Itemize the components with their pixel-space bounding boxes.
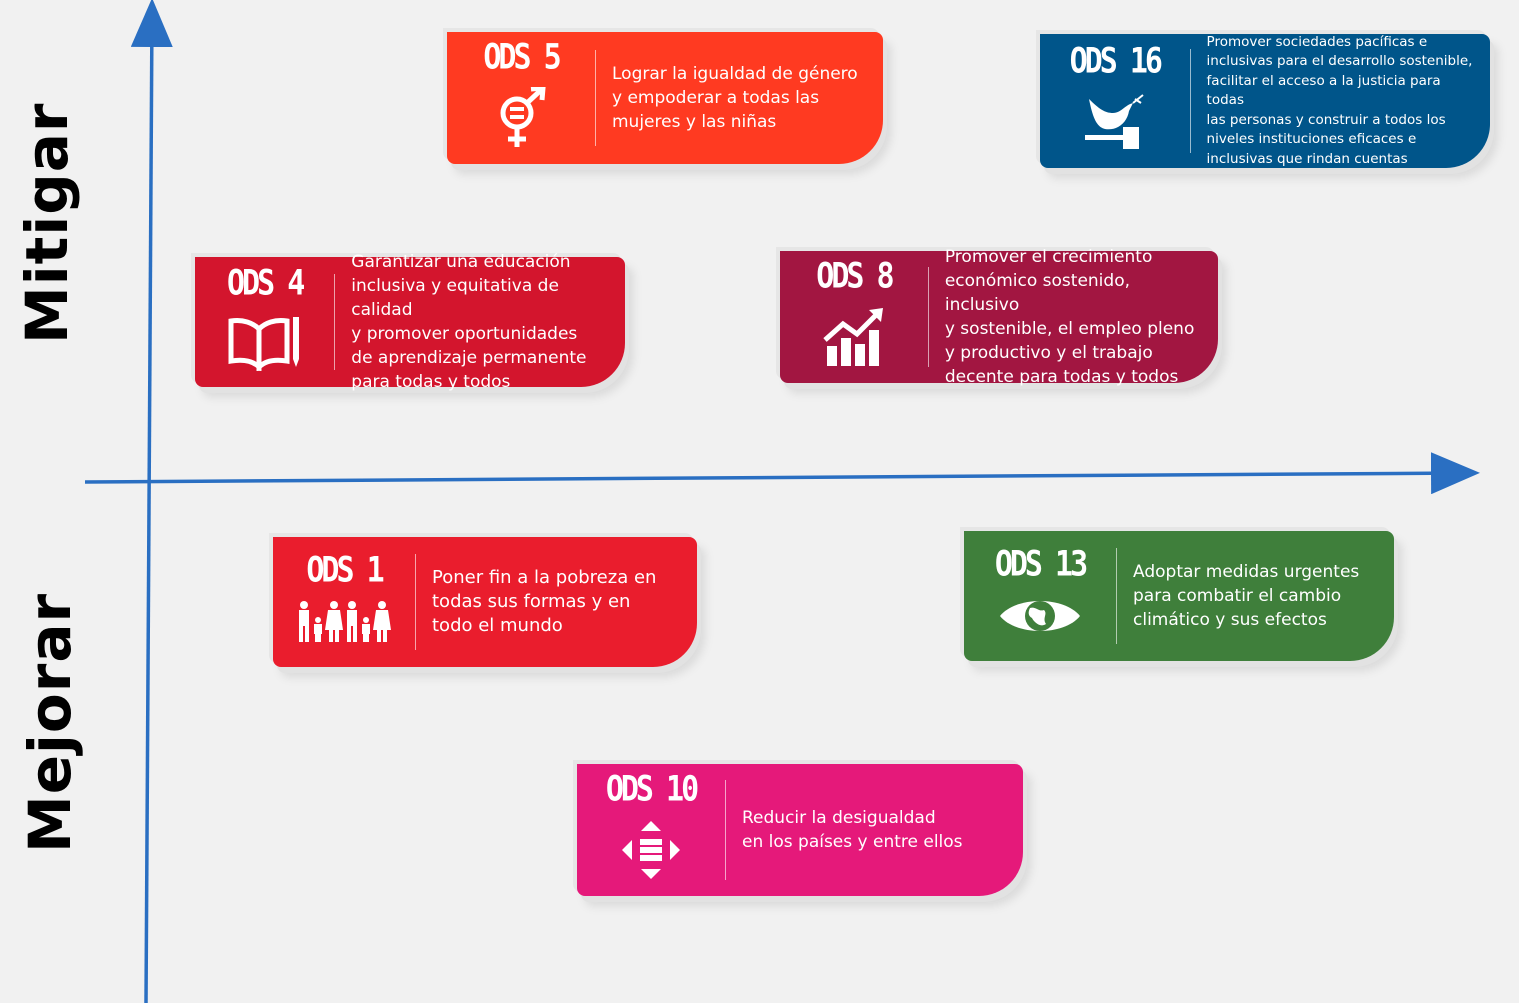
ods5-code: ODS 5: [483, 36, 561, 78]
ods8-code: ODS 8: [816, 255, 894, 297]
inequality-arrows-icon: [620, 819, 682, 886]
ods1-code: ODS 1: [306, 549, 384, 591]
ods13-code: ODS 13: [994, 543, 1088, 585]
gender-equality-icon: [495, 84, 547, 154]
family-icon: [294, 600, 394, 649]
ods4-code: ODS 4: [227, 262, 305, 304]
vertical-axis: [130, 0, 173, 1003]
eye-globe-icon: [998, 594, 1082, 643]
axis-label-mejorar: Mejorar: [16, 592, 84, 853]
dove-gavel-icon: [1083, 91, 1147, 156]
axis-label-mitigar: Mitigar: [13, 102, 81, 344]
ods10-code: ODS 10: [605, 768, 699, 810]
book-pencil-icon: [227, 313, 303, 376]
growth-chart-icon: [823, 306, 885, 373]
horizontal-axis: [84, 452, 1480, 495]
ods16-code: ODS 16: [1069, 40, 1163, 82]
